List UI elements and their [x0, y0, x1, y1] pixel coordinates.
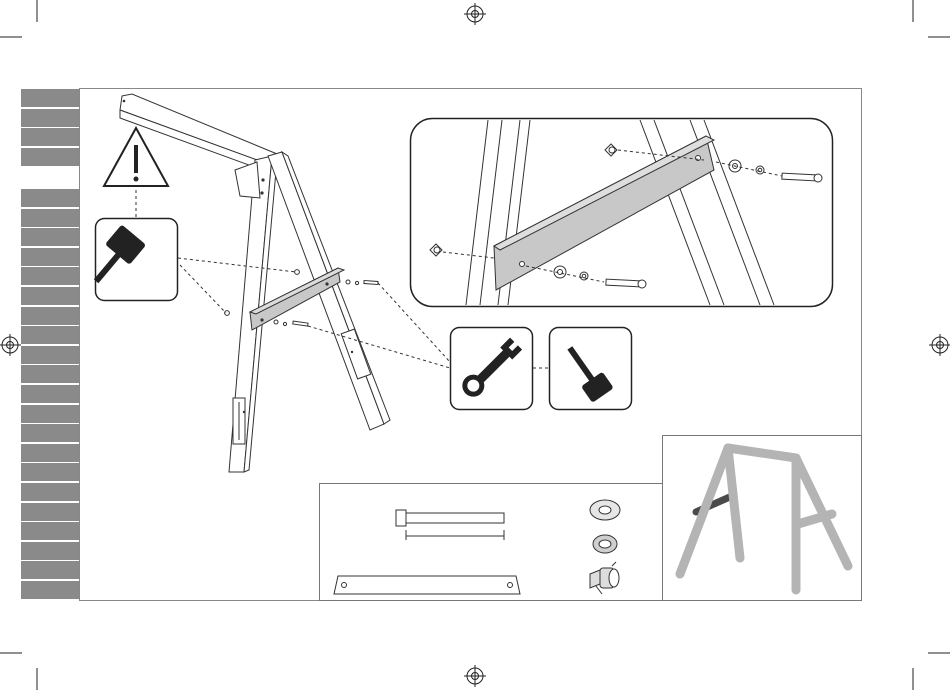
instruction-page: [0, 0, 950, 690]
swing-frame-preview-icon: [0, 0, 950, 690]
